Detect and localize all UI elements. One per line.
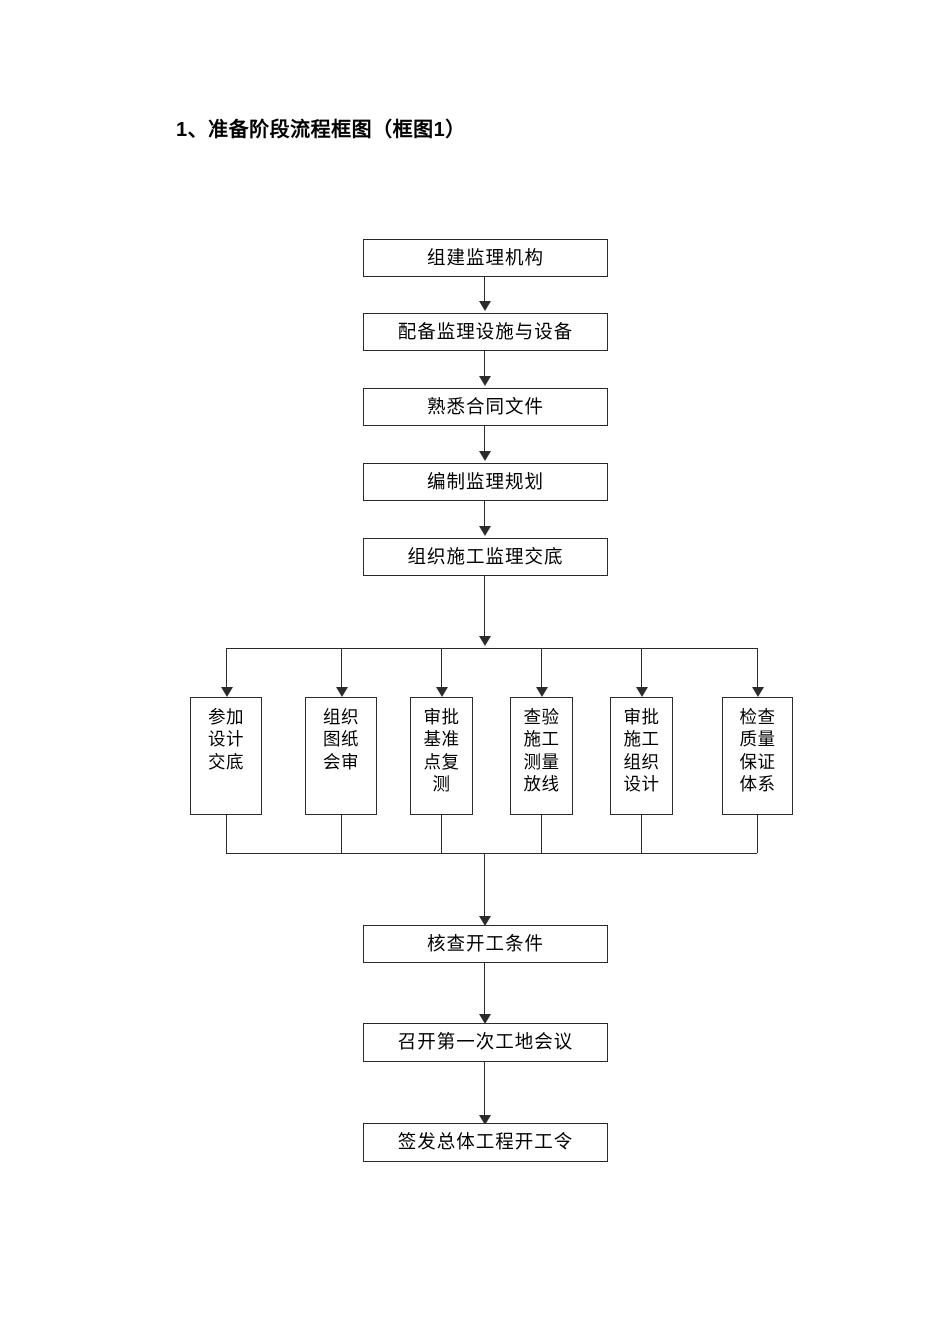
connector-p4-merge (541, 815, 542, 853)
flow-node-label-line: 测 (432, 774, 451, 795)
connector-n2-n3 (484, 351, 485, 378)
connector-n6-n7 (484, 963, 485, 1018)
arrowhead-n1-n2-icon (479, 301, 491, 311)
flow-node-label: 召开第一次工地会议 (397, 1031, 574, 1053)
flow-node-label-line: 测量 (523, 751, 560, 772)
flow-node-first-site-meeting: 召开第一次工地会议 (363, 1023, 608, 1062)
arrowhead-n2-n3-icon (479, 376, 491, 386)
connector-split-p2 (341, 648, 342, 690)
flow-node-label-line: 设计 (623, 774, 660, 795)
connector-p1-merge (226, 815, 227, 853)
flow-node-label-line: 组织 (323, 707, 359, 727)
flow-node-label: 熟悉合同文件 (426, 395, 544, 417)
connector-split-p3 (441, 648, 442, 690)
arrowhead-n7-n8-icon (479, 1115, 491, 1125)
flow-node-construction-briefing: 组织施工监理交底 (363, 538, 608, 576)
flow-node-label-stack: 审批 施工 组织 设计 (624, 706, 660, 796)
flow-node-attend-design-briefing: 参加 设计 交底 (190, 697, 262, 815)
flow-node-label-line: 质量 (739, 729, 776, 750)
arrowhead-merge-n6-icon (479, 916, 491, 926)
flow-node-label-stack: 参加 设计 交底 (208, 706, 244, 773)
connector-p6-merge (757, 815, 758, 853)
flow-node-label-line: 施工 (523, 729, 560, 750)
connector-split-p5 (641, 648, 642, 690)
flow-node-label-stack: 组织 图纸 会审 (323, 706, 359, 773)
flow-node-label-line: 施工 (623, 729, 660, 750)
connector-n7-n8 (484, 1062, 485, 1120)
flow-node-label: 配备监理设施与设备 (397, 320, 574, 342)
arrowhead-split-p2-icon (336, 687, 348, 697)
flow-node-issue-commencement-order: 签发总体工程开工令 (363, 1123, 608, 1162)
flow-node-familiarize-contract: 熟悉合同文件 (363, 388, 608, 426)
flow-node-equip-facilities: 配备监理设施与设备 (363, 313, 608, 351)
connector-split-p1 (226, 648, 227, 690)
flow-node-label-line: 参加 (208, 707, 244, 727)
connector-n3-n4 (484, 426, 485, 453)
flow-node-organize-supervision-body: 组建监理机构 (363, 239, 608, 277)
connector-n5-to-split (484, 576, 485, 638)
flow-node-label-line: 基准 (423, 729, 460, 750)
flow-node-label-stack: 查验 施工 测量 放线 (524, 706, 560, 796)
flow-node-label-line: 放线 (523, 774, 560, 795)
arrowhead-n3-n4-icon (479, 451, 491, 461)
flow-node-label-line: 体系 (739, 774, 776, 795)
arrowhead-split-p6-icon (752, 687, 764, 697)
arrowhead-split-p3-icon (436, 687, 448, 697)
flow-node-check-quality-assurance-system: 检查 质量 保证 体系 (722, 697, 793, 815)
flow-node-label-line: 保证 (739, 751, 776, 772)
arrowhead-n6-n7-icon (479, 1014, 491, 1024)
split-bar (226, 648, 757, 649)
arrowhead-split-p5-icon (636, 687, 648, 697)
flow-node-label-line: 会审 (323, 751, 359, 772)
connector-p3-merge (441, 815, 442, 853)
flow-node-label: 核查开工条件 (426, 932, 544, 954)
connector-p5-merge (641, 815, 642, 853)
flow-node-approve-construction-org-design: 审批 施工 组织 设计 (610, 697, 673, 815)
arrowhead-split-p4-icon (536, 687, 548, 697)
flow-node-approve-benchmark-resurvey: 审批 基准 点复 测 (410, 697, 473, 815)
flow-node-compile-supervision-plan: 编制监理规划 (363, 463, 608, 501)
connector-split-p6 (757, 648, 758, 690)
flow-node-organize-drawing-review: 组织 图纸 会审 (305, 697, 377, 815)
flow-node-label: 编制监理规划 (426, 470, 544, 492)
flow-node-label: 签发总体工程开工令 (397, 1131, 574, 1153)
connector-n1-n2 (484, 277, 485, 303)
arrowhead-split-p1-icon (221, 687, 233, 697)
flow-node-label-line: 交底 (208, 751, 244, 772)
arrowhead-n4-n5-icon (479, 526, 491, 536)
flow-node-inspect-setting-out: 查验 施工 测量 放线 (510, 697, 573, 815)
flow-node-label: 组建监理机构 (426, 246, 544, 268)
connector-split-p4 (541, 648, 542, 690)
flow-node-label-line: 点复 (423, 751, 460, 772)
connector-merge-n6 (484, 853, 485, 919)
connector-p2-merge (341, 815, 342, 853)
flow-node-verify-start-conditions: 核查开工条件 (363, 925, 608, 963)
flow-node-label-stack: 检查 质量 保证 体系 (740, 706, 776, 796)
flow-node-label-line: 查验 (523, 707, 560, 727)
connector-n4-n5 (484, 501, 485, 528)
merge-bar (226, 853, 757, 854)
flow-node-label: 组织施工监理交底 (407, 545, 564, 567)
flow-node-label-line: 设计 (208, 729, 244, 750)
arrowhead-n5-split-icon (479, 636, 491, 646)
flow-node-label-stack: 审批 基准 点复 测 (424, 706, 460, 796)
flow-node-label-line: 组织 (623, 751, 660, 772)
page-title: 1、准备阶段流程框图（框图1） (176, 119, 466, 141)
flow-node-label-line: 审批 (423, 707, 460, 727)
flow-node-label-line: 审批 (623, 707, 660, 727)
flow-node-label-line: 图纸 (323, 729, 359, 750)
flow-node-label-line: 检查 (739, 707, 776, 727)
